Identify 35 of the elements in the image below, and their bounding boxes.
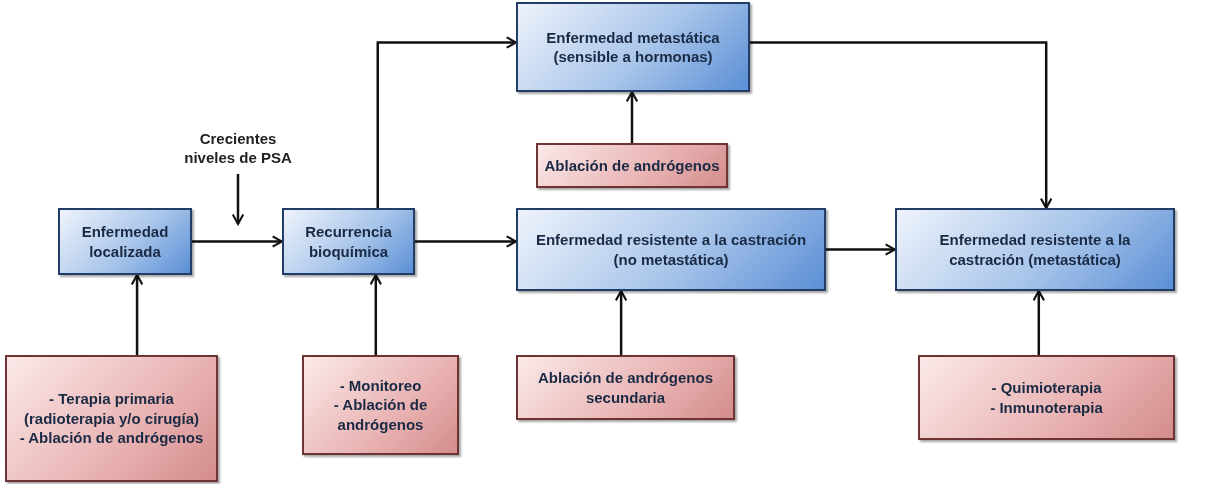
stage-box — [516, 2, 750, 92]
box-text: - Terapia primaria (radioterapia y/o cirugía) — [22, 389, 200, 429]
arrow — [614, 289, 628, 355]
box-text: Enfermedad localizada — [80, 222, 170, 261]
box-text: - Quimioterapia — [991, 378, 1102, 398]
box-text: - Inmunoterapia — [990, 397, 1103, 417]
box-text: Ablación de andrógenos — [544, 155, 720, 176]
arrow — [231, 174, 245, 226]
treatment-box — [536, 143, 728, 188]
box-text: Enfermedad metastática (sensible a hormonas) — [545, 27, 721, 67]
box-text: Recurrencia bioquímica — [304, 222, 393, 261]
arrow — [192, 235, 284, 248]
stage-box — [282, 208, 415, 275]
arrow — [1032, 289, 1046, 355]
box-text: Enfermedad resistente a la castración (no metastática) — [534, 230, 808, 269]
note-text: Crecientes niveles de PSA — [183, 128, 293, 168]
arrow — [625, 90, 639, 143]
stage-box — [516, 208, 826, 291]
box-text: Ablación de andrógenos secundaria — [537, 368, 714, 407]
arrow — [826, 243, 897, 256]
treatment-box — [5, 355, 218, 482]
stage-box — [58, 208, 192, 275]
stage-box — [895, 208, 1175, 291]
box-text: Enfermedad resistente a la castración (metastática) — [938, 230, 1132, 269]
arrow — [415, 235, 518, 248]
box-text: - Monitoreo — [339, 375, 422, 396]
box-text: - Ablación de andrógenos — [19, 428, 204, 448]
treatment-box — [302, 355, 459, 455]
arrow — [750, 41, 1053, 210]
arrow — [376, 36, 518, 208]
box-text: - Ablación de andrógenos — [332, 395, 429, 435]
arrow — [369, 273, 383, 355]
arrow — [130, 273, 144, 355]
treatment-box — [516, 355, 735, 420]
treatment-box — [918, 355, 1175, 440]
